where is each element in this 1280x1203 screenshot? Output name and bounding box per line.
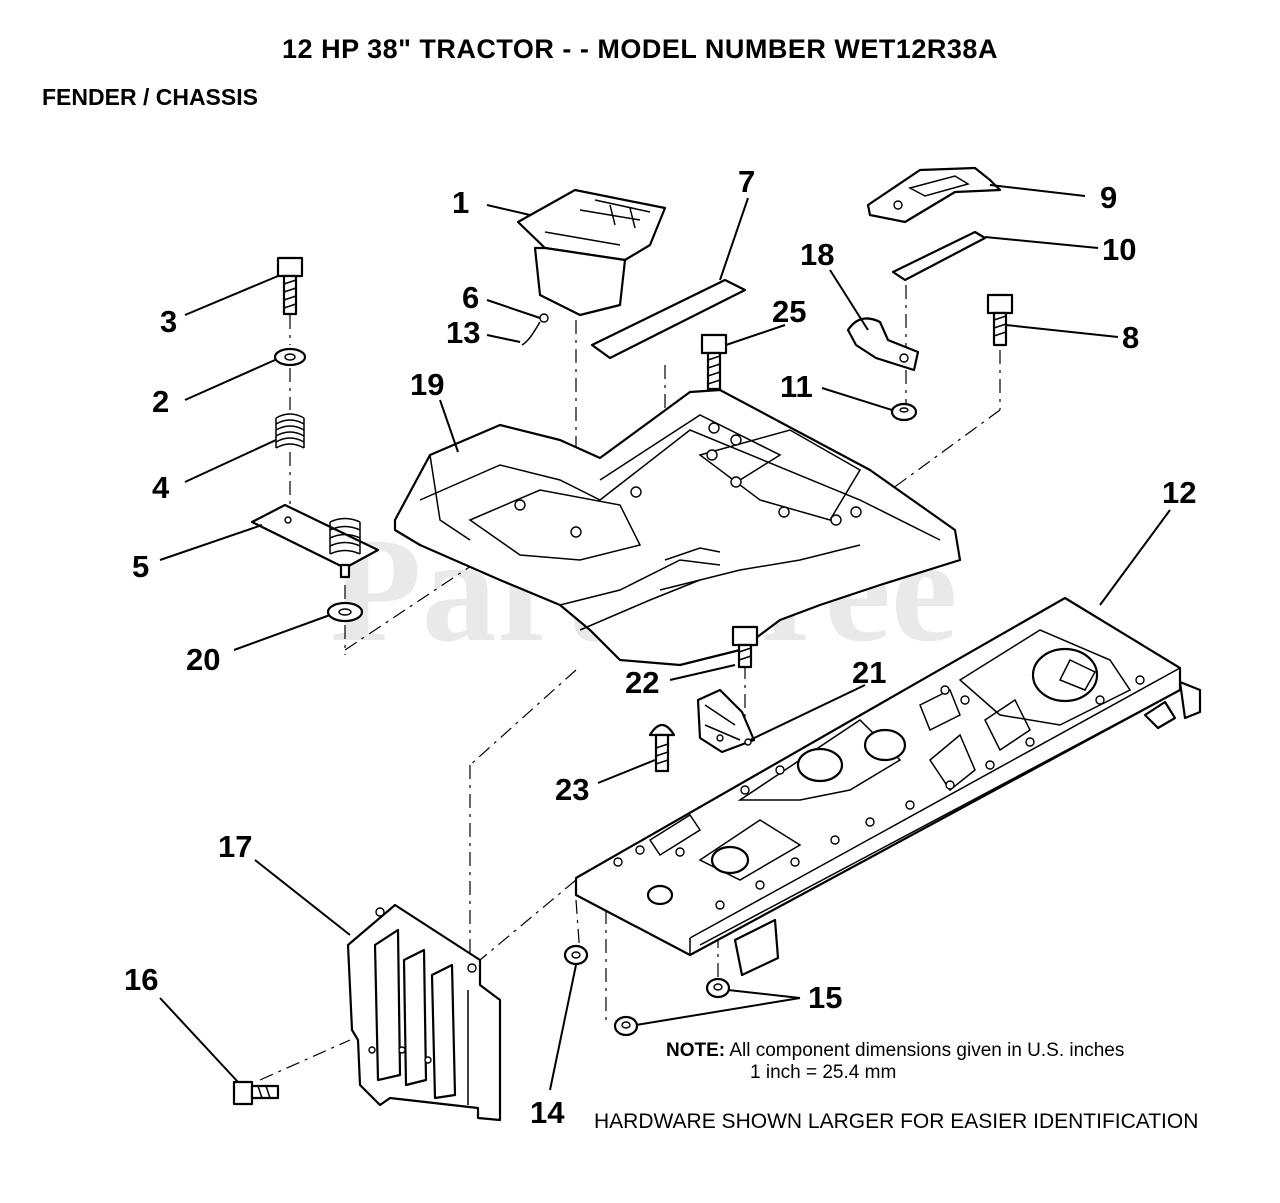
part-7-decal: [590, 278, 747, 360]
note-line-1: All component dimensions given in U.S. i…: [729, 1040, 1125, 1061]
part-6-13-wire: [521, 313, 549, 346]
callout-8: 8: [1122, 320, 1139, 355]
callout-3: 3: [160, 304, 177, 339]
part-10-plate: [891, 230, 987, 282]
part-19-fender: [393, 388, 962, 667]
dimension-note: NOTE: All component dimensions given in …: [666, 1040, 1124, 1084]
callout-12: 12: [1162, 475, 1196, 510]
callout-5: 5: [132, 549, 149, 584]
callout-labels: 1 2 3 4 5 6 7 8 9 10 11 12 13 14 15 16 1…: [124, 164, 1196, 1130]
callout-19: 19: [410, 367, 444, 402]
callout-23: 23: [555, 772, 589, 807]
diagram-subtitle: FENDER / CHASSIS: [42, 84, 258, 110]
callout-1: 1: [452, 185, 469, 220]
diagram-title: 12 HP 38" TRACTOR - - MODEL NUMBER WET12…: [282, 34, 998, 64]
part-14-nut: [563, 944, 589, 966]
part-5-spring-bracket: [250, 503, 380, 579]
callout-25: 25: [772, 294, 806, 329]
hardware-note: HARDWARE SHOWN LARGER FOR EASIER IDENTIF…: [594, 1110, 1199, 1133]
part-16-bolt: [232, 1080, 280, 1106]
callout-9: 9: [1100, 180, 1117, 215]
callout-6: 6: [462, 280, 479, 315]
part-8-screw: [986, 293, 1014, 347]
callout-2: 2: [152, 384, 169, 419]
callout-21: 21: [852, 655, 886, 690]
part-17-front-panel: [346, 903, 502, 1122]
note-label: NOTE:: [666, 1040, 726, 1061]
callout-11: 11: [780, 369, 813, 404]
part-20-washer: [326, 601, 364, 623]
part-18-clamp: [846, 317, 920, 372]
callout-14: 14: [530, 1095, 565, 1130]
callout-17: 17: [218, 829, 252, 864]
callout-15: 15: [808, 980, 842, 1015]
callout-18: 18: [800, 237, 834, 272]
callout-7: 7: [738, 164, 755, 199]
callout-13: 13: [446, 315, 480, 350]
part-25-bolt: [700, 333, 728, 391]
part-1-seat-tray: [516, 188, 667, 317]
part-23-carriage-bolt: [648, 723, 676, 773]
part-4-spring: [275, 413, 305, 449]
part-11-nut: [890, 402, 918, 422]
part-21-bracket: [696, 688, 756, 754]
callout-4: 4: [152, 470, 170, 505]
part-2-washer: [273, 347, 307, 367]
callout-10: 10: [1102, 232, 1136, 267]
leader-lines: [159, 184, 1171, 1091]
note-line-2: 1 inch = 25.4 mm: [750, 1062, 897, 1083]
part-15-nuts: [613, 977, 731, 1037]
part-22-bolt: [731, 625, 759, 669]
part-9-cover: [866, 166, 1002, 224]
part-3-bolt: [276, 256, 304, 316]
callout-16: 16: [124, 962, 158, 997]
callout-22: 22: [625, 665, 659, 700]
part-12-chassis-frame: [574, 596, 1202, 977]
callout-20: 20: [186, 642, 220, 677]
